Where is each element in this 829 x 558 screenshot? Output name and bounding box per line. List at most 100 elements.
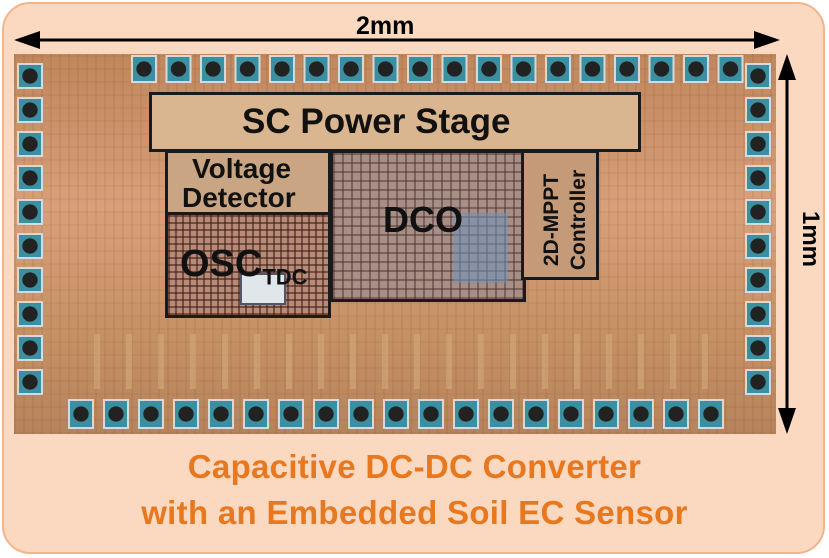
bond-pad-top	[717, 55, 744, 83]
bond-pad-top	[338, 55, 364, 83]
metal-trace	[222, 334, 228, 389]
bond-pad-top	[648, 55, 675, 83]
bond-pad-top	[614, 55, 640, 83]
metal-trace	[510, 334, 516, 389]
bond-pad-left	[17, 63, 43, 89]
metal-trace	[638, 334, 644, 389]
dco-block: DCO	[330, 150, 526, 302]
bond-pad-bottom	[488, 399, 514, 429]
bond-pad-top	[372, 55, 399, 83]
metal-trace	[478, 334, 484, 389]
chip-die-photo: SC Power Stage Voltage Detector OSCTDC D…	[14, 54, 776, 434]
sc-power-stage-block: SC Power Stage	[149, 92, 641, 152]
metal-trace	[702, 334, 708, 389]
voltage-detector-block: Voltage Detector	[165, 150, 331, 215]
bond-pad-bottom	[453, 399, 479, 429]
bond-pad-top	[510, 55, 537, 83]
bond-pad-left	[17, 369, 43, 395]
bond-pad-top	[131, 55, 157, 83]
bond-pad-top	[407, 55, 433, 83]
voltage-detector-label-line2: Detector	[182, 182, 296, 213]
mppt-label-line2: Controller	[567, 169, 590, 271]
bond-pad-right	[745, 63, 771, 89]
bond-pad-left	[17, 335, 43, 361]
osc-label-subscript: TDC	[262, 264, 308, 290]
metal-trace	[158, 334, 164, 389]
bond-pad-bottom	[138, 399, 164, 429]
bond-pad-top	[200, 55, 226, 83]
bond-pad-left	[17, 131, 43, 157]
caption-line1: Capacitive DC-DC Converter	[187, 448, 642, 485]
bond-pad-bottom	[418, 399, 444, 429]
height-label: 1mm	[797, 210, 824, 268]
bond-pad-top	[234, 55, 261, 83]
bond-pad-bottom	[348, 399, 374, 429]
die-pattern	[17, 55, 771, 429]
osc-label-main: OSC	[180, 243, 263, 285]
bond-pad-top	[476, 55, 502, 83]
bond-pad-bottom	[698, 399, 724, 429]
bond-pad-top	[545, 55, 571, 83]
bond-pad-bottom	[523, 399, 549, 429]
height-dimension-arrow	[778, 54, 796, 434]
metal-trace	[254, 334, 260, 389]
osc-label: OSCTDC	[180, 243, 308, 291]
bond-pad-bottom	[558, 399, 584, 429]
width-dimension-arrow	[14, 31, 780, 49]
bond-pad-bottom	[208, 399, 234, 429]
metal-trace	[606, 334, 612, 389]
bond-pad-bottom	[243, 399, 269, 429]
bond-pad-left	[17, 97, 43, 123]
metal-trace	[318, 334, 324, 389]
bond-pad-left	[17, 301, 43, 327]
bond-pad-right	[745, 165, 771, 191]
width-label: 2mm	[356, 12, 415, 40]
bond-pad-left	[17, 233, 43, 259]
metal-trace	[126, 334, 132, 389]
sc-power-stage-label: SC Power Stage	[242, 102, 511, 141]
bond-pad-top	[683, 55, 709, 83]
mppt-label-line1: 2D-MPPT	[540, 173, 563, 267]
bond-pad-right	[745, 131, 771, 157]
bond-pad-bottom	[383, 399, 409, 429]
bond-pad-right	[745, 301, 771, 327]
metal-trace	[94, 334, 100, 389]
bond-pad-bottom	[103, 399, 129, 429]
osc-tdc-block: OSCTDC	[165, 212, 331, 318]
bond-pad-bottom	[173, 399, 199, 429]
bond-pad-bottom	[278, 399, 304, 429]
bond-pad-left	[17, 199, 43, 225]
bond-pad-top	[441, 55, 468, 83]
metal-trace	[574, 334, 580, 389]
metal-trace	[286, 334, 292, 389]
metal-trace	[670, 334, 676, 389]
mppt-controller-block: 2D-MPPT Controller	[521, 150, 599, 280]
metal-trace	[190, 334, 196, 389]
metal-trace	[446, 334, 452, 389]
bond-pad-top	[269, 55, 295, 83]
bond-pad-top	[579, 55, 606, 83]
bond-pad-left	[17, 165, 43, 191]
metal-trace	[350, 334, 356, 389]
dco-label: DCO	[383, 199, 463, 240]
metal-trace	[382, 334, 388, 389]
bond-pad-right	[745, 267, 771, 293]
bond-pad-top	[165, 55, 192, 83]
bond-pad-right	[745, 199, 771, 225]
bond-pad-top	[303, 55, 330, 83]
bond-pad-bottom	[593, 399, 619, 429]
metal-trace	[542, 334, 548, 389]
dco-blue-region	[453, 213, 508, 283]
osc-inner-cell	[240, 273, 286, 305]
mppt-controller-label: 2D-MPPT Controller	[538, 155, 592, 285]
bond-pad-right	[745, 369, 771, 395]
bond-pad-bottom	[68, 399, 94, 429]
caption-line2: with an Embedded Soil EC Sensor	[141, 494, 688, 531]
bond-pad-right	[745, 233, 771, 259]
bond-pad-right	[745, 97, 771, 123]
bond-pad-bottom	[628, 399, 654, 429]
bond-pad-bottom	[313, 399, 339, 429]
metal-trace	[414, 334, 420, 389]
bond-pad-bottom	[663, 399, 689, 429]
bond-pad-left	[17, 267, 43, 293]
